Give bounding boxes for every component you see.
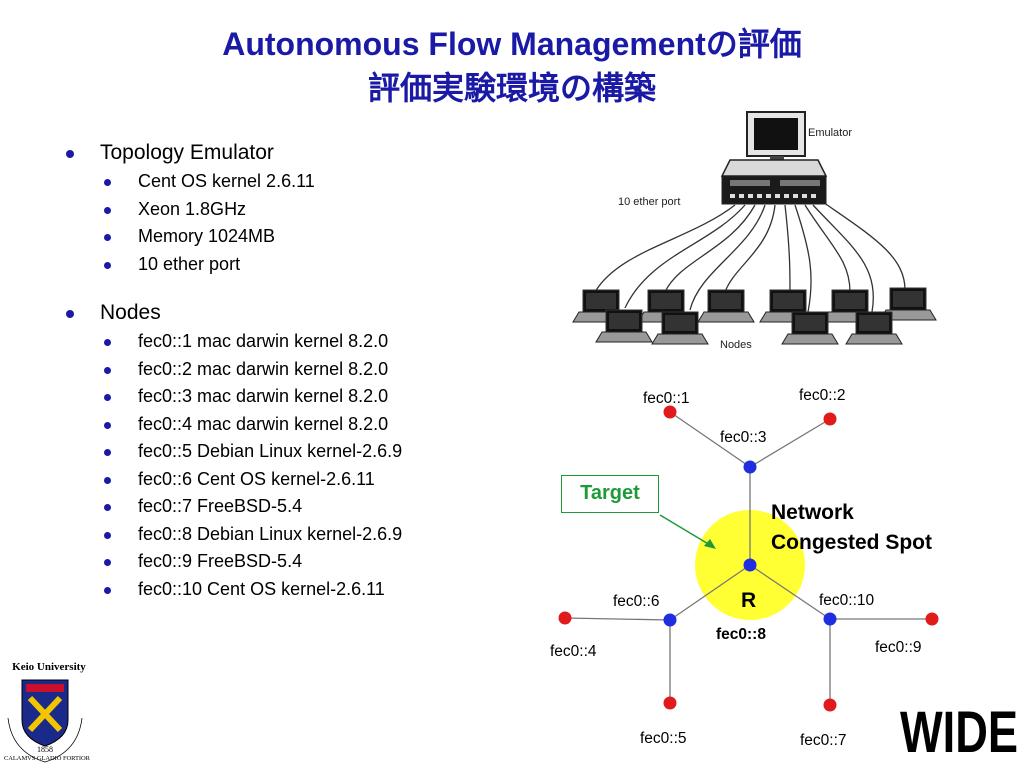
label-fec0-8: fec0::8 (716, 626, 766, 643)
router-label: R (741, 589, 756, 612)
node-fec0-10 (823, 612, 837, 626)
bullet-item: Memory 1024MB (58, 223, 528, 251)
node-fec0-9 (925, 612, 939, 626)
laptop-icon (845, 311, 903, 345)
nodes-label: Nodes (720, 339, 752, 351)
bullet-item: fec0::10 Cent OS kernel-2.6.11 (58, 576, 528, 604)
bullet-item: fec0::9 FreeBSD-5.4 (58, 548, 528, 576)
node-fec0-5 (663, 696, 677, 710)
target-arrowhead (704, 539, 716, 549)
monitor-icon (746, 111, 806, 162)
congestion-label-line1: Network (771, 501, 854, 524)
keio-motto: CALAMVS GLADIO FORTIOR (4, 755, 91, 762)
wide-logo: WIDE (900, 700, 1018, 765)
bullet-item: Xeon 1.8GHz (58, 196, 528, 224)
emulator-server-icon (720, 159, 828, 205)
node-fec0-2 (823, 412, 837, 426)
label-fec0-1: fec0::1 (643, 390, 690, 407)
target-arrow (659, 514, 711, 546)
node-fec0-1 (663, 405, 677, 419)
node-fec0-6 (663, 613, 677, 627)
node-fec0-3 (743, 460, 757, 474)
laptop-icon (697, 289, 755, 323)
label-fec0-4: fec0::4 (550, 643, 597, 660)
bullet-topology-emulator: Topology Emulator (58, 138, 528, 168)
bullet-list: Topology Emulator Cent OS kernel 2.6.11 … (58, 138, 528, 603)
ether-port-label: 10 ether port (618, 196, 680, 208)
laptop-icon (651, 311, 709, 345)
laptop-icon (781, 311, 839, 345)
label-fec0-7: fec0::7 (800, 732, 847, 749)
bullet-item: fec0::2 mac darwin kernel 8.2.0 (58, 356, 528, 384)
laptop-icon (879, 287, 937, 321)
laptop-icons (572, 287, 937, 345)
label-fec0-9: fec0::9 (875, 639, 922, 656)
bullet-nodes: Nodes (58, 298, 528, 328)
bullet-item: fec0::4 mac darwin kernel 8.2.0 (58, 411, 528, 439)
keio-year: 1858 (37, 745, 53, 754)
label-fec0-10: fec0::10 (819, 592, 875, 609)
keio-crest-logo: 1858 CALAMVS GLADIO FORTIOR (4, 679, 91, 763)
title-line-1: Autonomous Flow Managementの評価 (222, 26, 802, 62)
bullet-item: fec0::8 Debian Linux kernel-2.6.9 (58, 521, 528, 549)
node-fec0-4 (558, 611, 572, 625)
keio-university-name: Keio University (12, 661, 86, 673)
label-fec0-6: fec0::6 (613, 593, 660, 610)
node-fec0-7 (823, 698, 837, 712)
node-fec0-8 (743, 558, 757, 572)
congestion-label-line2: Congested Spot (771, 531, 932, 554)
bullet-item: fec0::6 Cent OS kernel-2.6.11 (58, 466, 528, 494)
bullet-item: fec0::5 Debian Linux kernel-2.6.9 (58, 438, 528, 466)
bullet-item: Cent OS kernel 2.6.11 (58, 168, 528, 196)
ether-cables (594, 199, 906, 313)
laptop-icon (595, 309, 653, 343)
emulator-figure: Emulator 10 ether port Nodes (572, 111, 937, 351)
target-label-box: Target (561, 475, 659, 513)
bullet-item: 10 ether port (58, 251, 528, 279)
label-fec0-5: fec0::5 (640, 730, 687, 747)
bullet-item: fec0::1 mac darwin kernel 8.2.0 (58, 328, 528, 356)
slide-title: Autonomous Flow Managementの評価 評価実験環境の構築 (0, 22, 1024, 110)
topology-diagram: fec0::1 fec0::2 fec0::3 fec0::4 fec0::5 … (550, 387, 939, 749)
label-fec0-2: fec0::2 (799, 387, 846, 404)
emulator-label: Emulator (808, 127, 852, 139)
bullet-item: fec0::7 FreeBSD-5.4 (58, 493, 528, 521)
bullet-item: fec0::3 mac darwin kernel 8.2.0 (58, 383, 528, 411)
topology-links (564, 411, 932, 705)
title-line-2: 評価実験環境の構築 (367, 70, 656, 106)
label-fec0-3: fec0::3 (720, 429, 767, 446)
